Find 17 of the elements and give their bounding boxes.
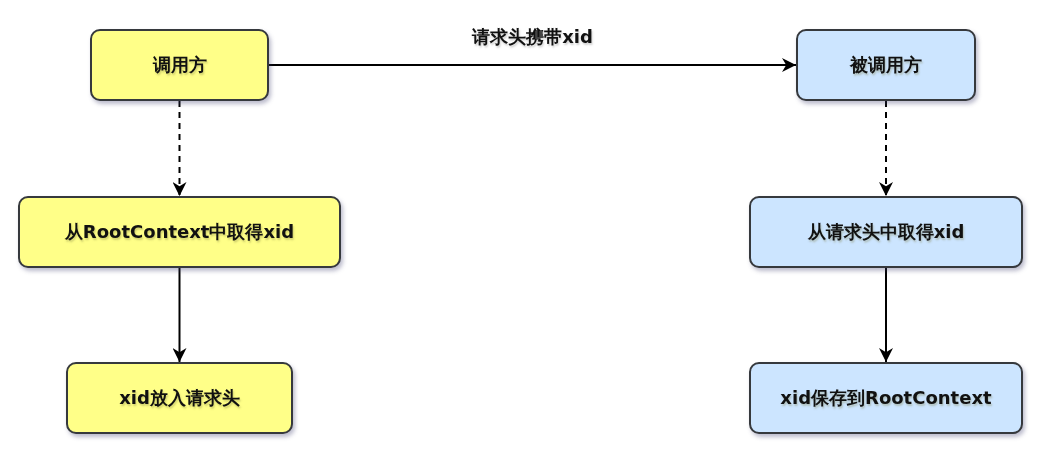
process-box — [749, 196, 1023, 268]
node-label: xid放入请求头 — [119, 386, 240, 410]
process-box — [66, 362, 293, 434]
arrow — [172, 100, 187, 197]
arrow — [879, 100, 893, 197]
node-label: 被调用方 — [850, 53, 922, 77]
process-box — [18, 196, 341, 268]
node-label: 从请求头中取得xid — [807, 220, 965, 244]
arrow — [879, 267, 893, 363]
arrow — [268, 58, 797, 72]
node-label: 从RootContext中取得xid — [64, 220, 295, 244]
arrow — [172, 267, 187, 363]
process-box — [796, 29, 976, 101]
node-label: xid保存到RootContext — [780, 386, 992, 410]
process-box — [90, 29, 269, 101]
process-box — [749, 362, 1023, 434]
node-label: 调用方 — [152, 53, 207, 77]
